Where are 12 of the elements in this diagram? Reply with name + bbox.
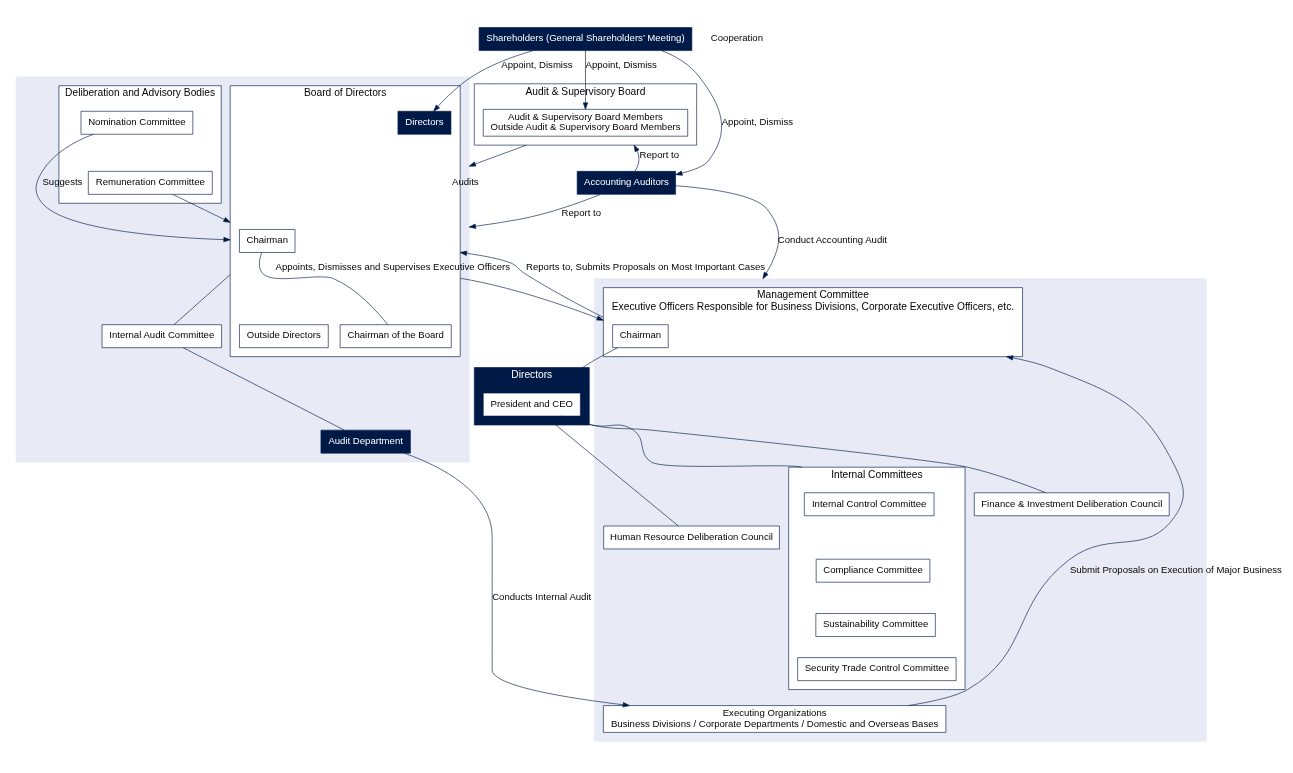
- edge-label: Appoint, Dismiss: [501, 58, 573, 70]
- edge-label: Reports to, Submits Proposals on Most Important Cases: [526, 260, 766, 272]
- edge-label: Audits: [452, 175, 479, 187]
- edge-label: Conduct Accounting Audit: [777, 233, 888, 245]
- edge-label: Suggests: [42, 175, 83, 187]
- edge-label: Report to: [639, 148, 679, 160]
- edge-label: Conducts Internal Audit: [492, 590, 592, 602]
- edge-label: Appoint, Dismiss: [721, 115, 794, 127]
- edge-label: Submit Proposals on Execution of Major Business: [1069, 563, 1282, 575]
- edge-label: Report to: [561, 206, 602, 218]
- label: Cooperation: [710, 31, 764, 43]
- edge-label: Appoints, Dismisses and Supervises Executive Officers: [275, 260, 511, 272]
